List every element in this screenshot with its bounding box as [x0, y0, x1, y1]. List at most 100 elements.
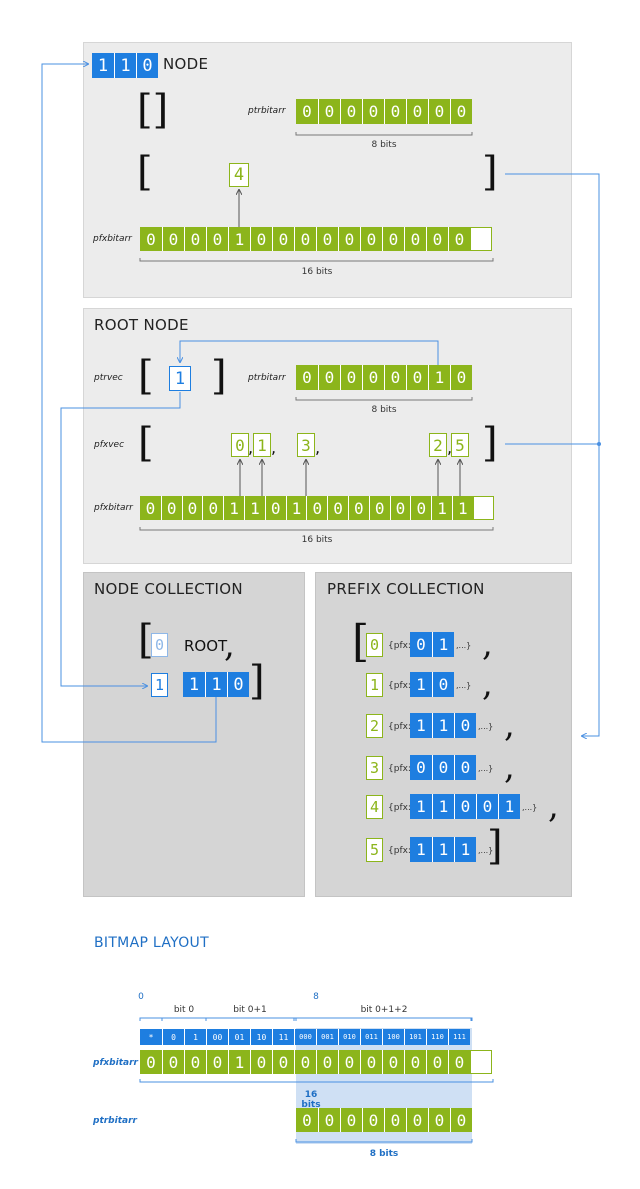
node-pfxvec-item: 4 [229, 163, 249, 187]
root-ptrbitarr-label: ptrbitarr [248, 373, 286, 383]
prefix-bit: 1 [432, 632, 454, 657]
node-pfxbitarr-bit: 0 [272, 227, 294, 251]
node-collection-node-bit: 0 [227, 672, 249, 697]
node-collection-node-bit: 1 [205, 672, 227, 697]
node-pfxbitarr-label: pfxbitarr [93, 234, 132, 244]
root-pfxvec-open-bracket: [ [138, 420, 154, 466]
node-pfxbitarr-bit: 0 [316, 227, 338, 251]
bitmap-ptrbitarr-label: ptrbitarr [93, 1116, 137, 1126]
root-ptrbitarr-bit: 0 [296, 365, 318, 390]
prefix-index: 4 [366, 795, 383, 819]
root-ptrbitarr-bit: 0 [318, 365, 340, 390]
node-collection-comma: , [224, 625, 235, 665]
node-ptrbitarr-bit: 0 [296, 99, 318, 124]
prefix-bit: 1 [410, 713, 432, 738]
bitmap-ptrbitarr-bit: 0 [340, 1108, 362, 1132]
node-panel [83, 42, 572, 298]
root-pfxbitarr-bit: 1 [451, 496, 473, 520]
bitmap-scales [139, 1017, 494, 1143]
root-pfxvec-item-3: 2 [429, 433, 447, 457]
prefix-collection-close-bracket: ] [487, 823, 503, 869]
root-pfxvec-item-4: 5 [451, 433, 469, 457]
bitmap-header-cell: 100 [382, 1029, 404, 1045]
prefix-bit: 1 [498, 794, 520, 819]
root-pfxbitarr-bit: 0 [160, 496, 182, 520]
node-pfxbitarr-bit: 0 [448, 227, 470, 251]
bitmap-pfxbitarr-bit: 0 [404, 1050, 426, 1074]
prefix-bit: 0 [410, 632, 432, 657]
prefix-collection-title: PREFIX COLLECTION [327, 580, 485, 598]
root-pfxbitarr-bit: 0 [140, 496, 161, 520]
root-ptrvec-close-bracket: ] [211, 353, 227, 399]
bitmap-header-cell: 110 [426, 1029, 448, 1045]
prefix-close-text: ,...} [522, 803, 538, 812]
root-pfxbitarr-bit: 1 [431, 496, 452, 520]
bitmap-pfxbitarr-bit: 0 [294, 1050, 316, 1074]
bitmap-ptrbitarr-bit: 0 [362, 1108, 384, 1132]
root-pfxvec-label: pfxvec [94, 440, 125, 450]
bitmap-layout-title: BITMAP LAYOUT [94, 935, 209, 951]
node-ptrbitarr-caption: 8 bits [371, 140, 397, 150]
root-pfxbitarr-caption: 16 bits [301, 535, 333, 545]
bitmap-pfxbitarr-bit [470, 1050, 492, 1074]
bitmap-ptrbitarr-bit: 0 [384, 1108, 406, 1132]
node-header-bit: 0 [136, 53, 158, 78]
prefix-index: 5 [366, 838, 383, 862]
bitmap-header-cell: 01 [228, 1029, 250, 1045]
prefix-open-text: {pfx: [388, 803, 411, 813]
bitmap-header-cell: 11 [272, 1029, 294, 1045]
prefix-bit: 0 [454, 794, 476, 819]
node-pfxbitarr-bit: 0 [162, 227, 184, 251]
bitmap-ptrbitarr-bit: 0 [450, 1108, 472, 1132]
prefix-bit: 1 [410, 672, 432, 697]
root-ptrbitarr-bit: 0 [406, 365, 428, 390]
prefix-bit: 1 [454, 837, 476, 862]
root-pfxbitarr-label: pfxbitarr [94, 503, 133, 513]
bitmap-pfxbitarr-bit: 0 [360, 1050, 382, 1074]
bitmap-pfxbitarr-bit: 0 [184, 1050, 206, 1074]
prefix-index: 3 [366, 756, 383, 780]
node-title: NODE [163, 55, 209, 73]
root-pfxvec-item-0: 0 [231, 433, 249, 457]
bitmap-header-cell: 000 [294, 1029, 316, 1045]
root-pfxbitarr-bit: 1 [243, 496, 265, 520]
bitmap-ptrbitarr-bit: 0 [406, 1108, 428, 1132]
root-pfxbitarr-bit: 0 [202, 496, 224, 520]
node-ptrbitarr-bit: 0 [384, 99, 406, 124]
node-ptrbitarr-bit: 0 [362, 99, 384, 124]
node-collection-index-0: 0 [151, 633, 168, 657]
bitmap-bit0-label: bit 0 [173, 1005, 195, 1015]
bitmap-header-cell: 111 [448, 1029, 470, 1045]
node-collection-title: NODE COLLECTION [94, 580, 243, 598]
root-pfxbitarr-bit: 0 [410, 496, 432, 520]
bitmap-header-cell: 001 [316, 1029, 338, 1045]
root-node-panel [83, 308, 572, 564]
root-pfxbitarr-bit [472, 496, 494, 520]
root-pfxvec-comma: , [447, 438, 453, 457]
node-pfxbitarr-bit: 0 [404, 227, 426, 251]
bitmap-pfxbitarr-bit: 1 [228, 1050, 250, 1074]
root-pfxvec-comma: , [315, 438, 321, 457]
bitmap-pfxbitarr-bit: 0 [338, 1050, 360, 1074]
root-ptrvec-open-bracket: [ [138, 353, 154, 399]
node-ptrvec-bracket: [] [137, 87, 169, 133]
bitmap-pfxbitarr-bit: 0 [206, 1050, 228, 1074]
node-collection-node-bit: 1 [183, 672, 205, 697]
node-header-bit: 1 [114, 53, 136, 78]
bitmap-ptrbitarr-bit: 0 [296, 1108, 318, 1132]
root-node-title: ROOT NODE [94, 316, 189, 334]
prefix-comma: , [504, 705, 515, 745]
root-pfxbitarr-bit: 0 [306, 496, 328, 520]
root-ptrbitarr-bit: 0 [362, 365, 384, 390]
root-pfxvec-item-1: 1 [253, 433, 271, 457]
bitmap-pfxbitarr-bit: 0 [272, 1050, 294, 1074]
root-pfxbitarr-bit: 0 [389, 496, 411, 520]
bitmap-pfxbitarr-bit: 0 [316, 1050, 338, 1074]
node-pfxbitarr-bit: 0 [294, 227, 316, 251]
bitmap-tick-8: 8 [313, 992, 319, 1002]
